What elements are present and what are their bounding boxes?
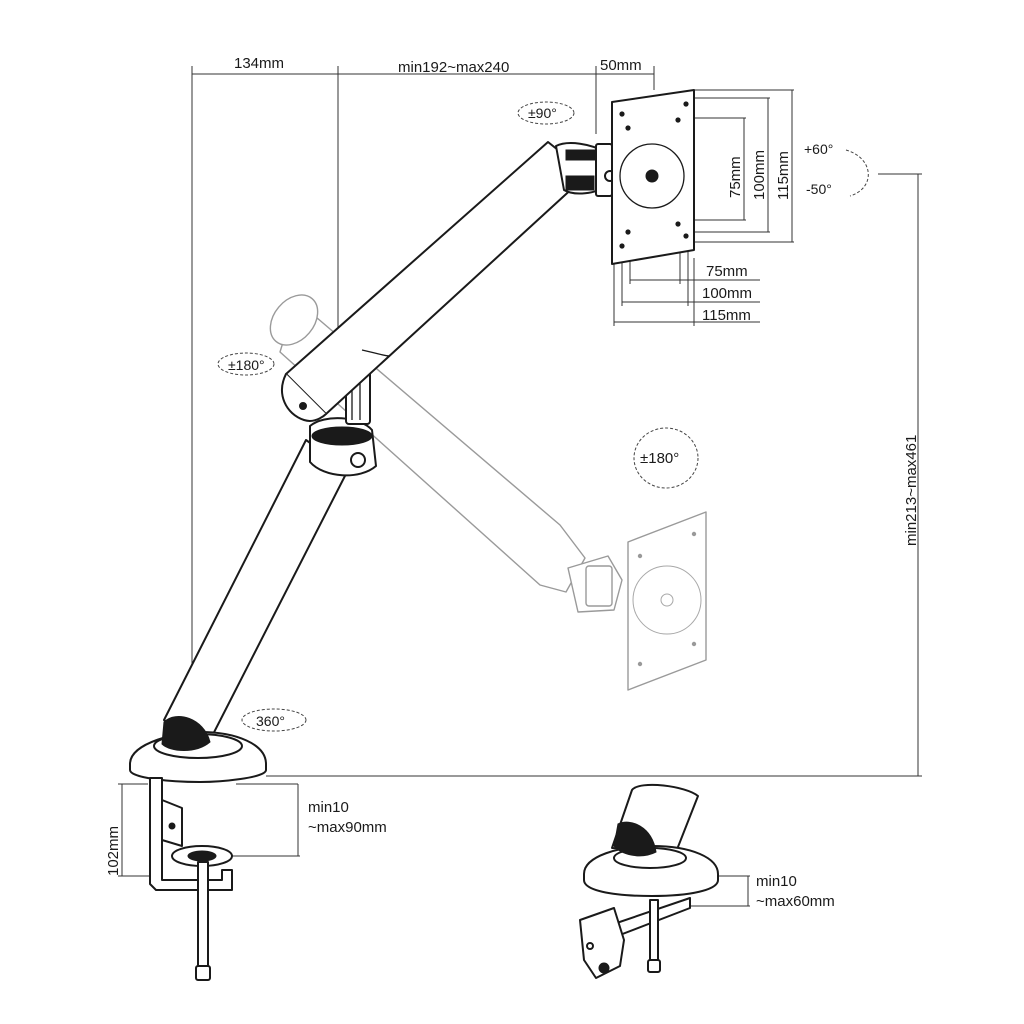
dim-reach-label: 134mm	[234, 55, 284, 72]
arm-main	[129, 89, 695, 783]
rot-elbow-label: ±180°	[228, 357, 265, 373]
tilt-arrow-icon	[845, 149, 869, 197]
dim-vesa-100-h-label: 100mm	[702, 285, 752, 302]
rotation-arrow-icon	[217, 101, 699, 732]
dimension-lines	[118, 66, 922, 907]
dim-arm-length-label: min192~max240	[398, 59, 509, 76]
desk-clamp	[149, 777, 233, 981]
vesa-plate-ghost	[627, 511, 707, 691]
tilt-up-label: +60°	[804, 141, 833, 157]
vesa-plate	[611, 89, 695, 265]
rot-head-label: ±90°	[528, 105, 557, 121]
rot-screen-label: ±180°	[640, 450, 679, 467]
dim-clamp-desk-line1: min10	[308, 799, 349, 816]
dim-vesa-100-v-label: 100mm	[751, 150, 768, 200]
dim-vesa-115-v-label: 115mm	[775, 151, 792, 200]
labels: 134mm min192~max240 50mm ±90° ±180° ±180…	[105, 55, 920, 910]
dim-height-range-label: min213~max461	[903, 435, 920, 546]
dim-grommet-line1: min10	[756, 873, 797, 890]
dim-plate-offset-label: 50mm	[600, 57, 642, 74]
dim-vesa-75-h-label: 75mm	[706, 263, 748, 280]
dim-vesa-115-h-label: 115mm	[702, 307, 751, 324]
head-joint	[555, 142, 616, 197]
desk-base	[129, 716, 267, 783]
grommet-mount	[579, 783, 719, 979]
dim-clamp-desk-line2: ~max90mm	[308, 819, 387, 836]
dim-grommet-line2: ~max60mm	[756, 893, 835, 910]
tilt-down-label: -50°	[806, 181, 832, 197]
rot-base-label: 360°	[256, 713, 285, 729]
dim-clamp-height-label: 102mm	[105, 826, 122, 876]
dim-vesa-75-v-label: 75mm	[727, 156, 744, 198]
